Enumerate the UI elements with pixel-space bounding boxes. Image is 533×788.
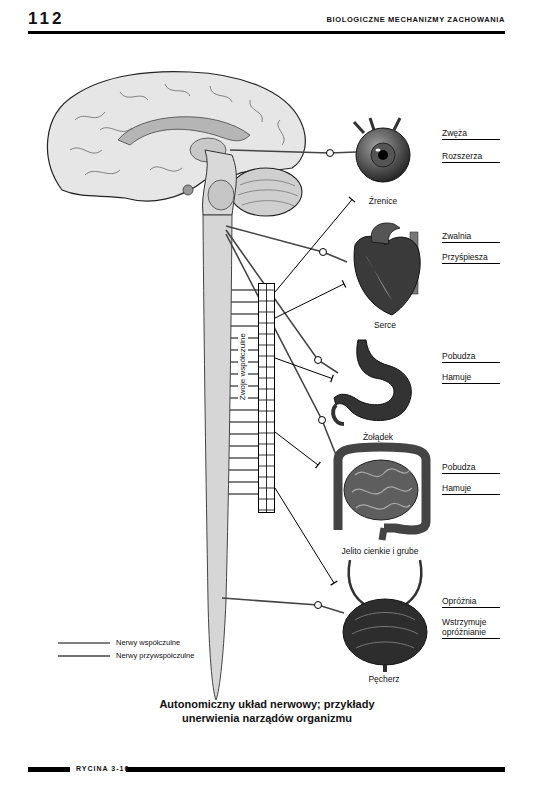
ganglion	[320, 249, 327, 256]
page-number: 112	[28, 9, 64, 29]
nerve-ending	[349, 197, 355, 202]
intestine-coils	[352, 469, 412, 509]
sympathetic-nerve	[275, 200, 352, 292]
spinal-cord	[203, 215, 232, 700]
effect-label: Zwęża	[442, 128, 500, 140]
spinal-nerve-lines	[228, 290, 258, 494]
brainstem	[203, 150, 237, 215]
effect-label: Hamuje	[442, 483, 500, 495]
sympathetic-nerve	[275, 488, 334, 583]
bladder-illustration	[343, 599, 427, 665]
sympathetic-nerve	[275, 358, 332, 379]
sympathetic-nerve	[275, 284, 344, 318]
effect-label: Zwalnia	[442, 231, 500, 243]
iris	[371, 143, 395, 167]
chain-label: Zwoje współczulne	[238, 332, 248, 401]
nerve-ending	[316, 462, 321, 468]
legend-text: Nerwy współczulne	[116, 638, 180, 648]
organ-label: Serce	[344, 320, 426, 330]
brain-gyri	[70, 84, 284, 175]
organ-heart: Serce	[344, 224, 426, 330]
stomach-illustration	[334, 340, 411, 421]
cerebellum-folia	[238, 180, 298, 206]
parasympathetic-nerve	[222, 150, 356, 613]
large-intestine	[338, 447, 426, 530]
legend-sample	[58, 643, 110, 644]
corpus-callosum	[118, 117, 250, 145]
ganglion	[315, 602, 322, 609]
nerve-ending	[331, 375, 334, 383]
legend-sample	[58, 656, 110, 657]
duodenum	[333, 405, 344, 424]
heart-highlight	[365, 255, 392, 300]
figure-number: RYCINA 3-16	[76, 764, 129, 774]
organ-label: Jelito cienkie i grube	[318, 546, 442, 556]
effect-label: Opróżnia	[442, 596, 500, 608]
bladder-texture	[352, 613, 418, 649]
sympathetic-nerve	[275, 432, 318, 465]
effect-label: Pobudza	[442, 351, 500, 363]
organ-eye: Źrenice	[352, 126, 414, 206]
cerebellum	[230, 168, 302, 216]
legend-text: Nerwy przywspółczulne	[116, 651, 194, 661]
running-head: BIOLOGICZNE MECHANIZMY ZACHOWANIA	[327, 15, 505, 25]
nerve-ending	[331, 581, 338, 585]
ganglion	[327, 150, 334, 157]
nerve-ending	[342, 280, 346, 287]
organ-label: Źrenice	[352, 196, 414, 206]
pons	[208, 180, 234, 210]
pituitary	[183, 185, 193, 195]
figure-caption: Autonomiczny układ nerwowy; przykłady un…	[136, 697, 398, 725]
small-intestine	[344, 460, 418, 520]
aorta	[371, 223, 400, 244]
effect-label: Przyśpiesza	[442, 252, 500, 264]
effect-label: Hamuje	[442, 372, 500, 384]
chain-rungs	[259, 284, 274, 512]
pupil	[378, 150, 388, 160]
organ-intestine: Jelito cienkie i grube	[318, 440, 442, 556]
organ-stomach: Żołądek	[332, 336, 424, 442]
urethra	[383, 665, 387, 672]
organ-label: Żołądek	[332, 432, 424, 442]
effect-label: Wstrzymuje opróżnianie	[442, 617, 500, 639]
chain-ladder	[259, 284, 274, 512]
legend-line-sample	[58, 655, 110, 657]
header-rule	[28, 31, 505, 34]
organ-bladder: Pęcherz	[334, 556, 434, 684]
eye-illustration	[356, 128, 410, 182]
eye-highlight	[376, 148, 381, 151]
heart-illustration	[354, 236, 420, 315]
ganglion	[315, 357, 322, 364]
footer-bar	[126, 767, 505, 772]
ganglion-chain: Zwoje współczulne	[258, 283, 275, 513]
effect-label: Rozszerza	[442, 151, 500, 163]
footer-bar	[28, 767, 70, 772]
legend-line-sample	[58, 643, 110, 644]
organ-label: Pęcherz	[334, 674, 434, 684]
ganglion	[319, 417, 326, 424]
effect-label: Pobudza	[442, 462, 500, 474]
rectum	[382, 528, 384, 540]
